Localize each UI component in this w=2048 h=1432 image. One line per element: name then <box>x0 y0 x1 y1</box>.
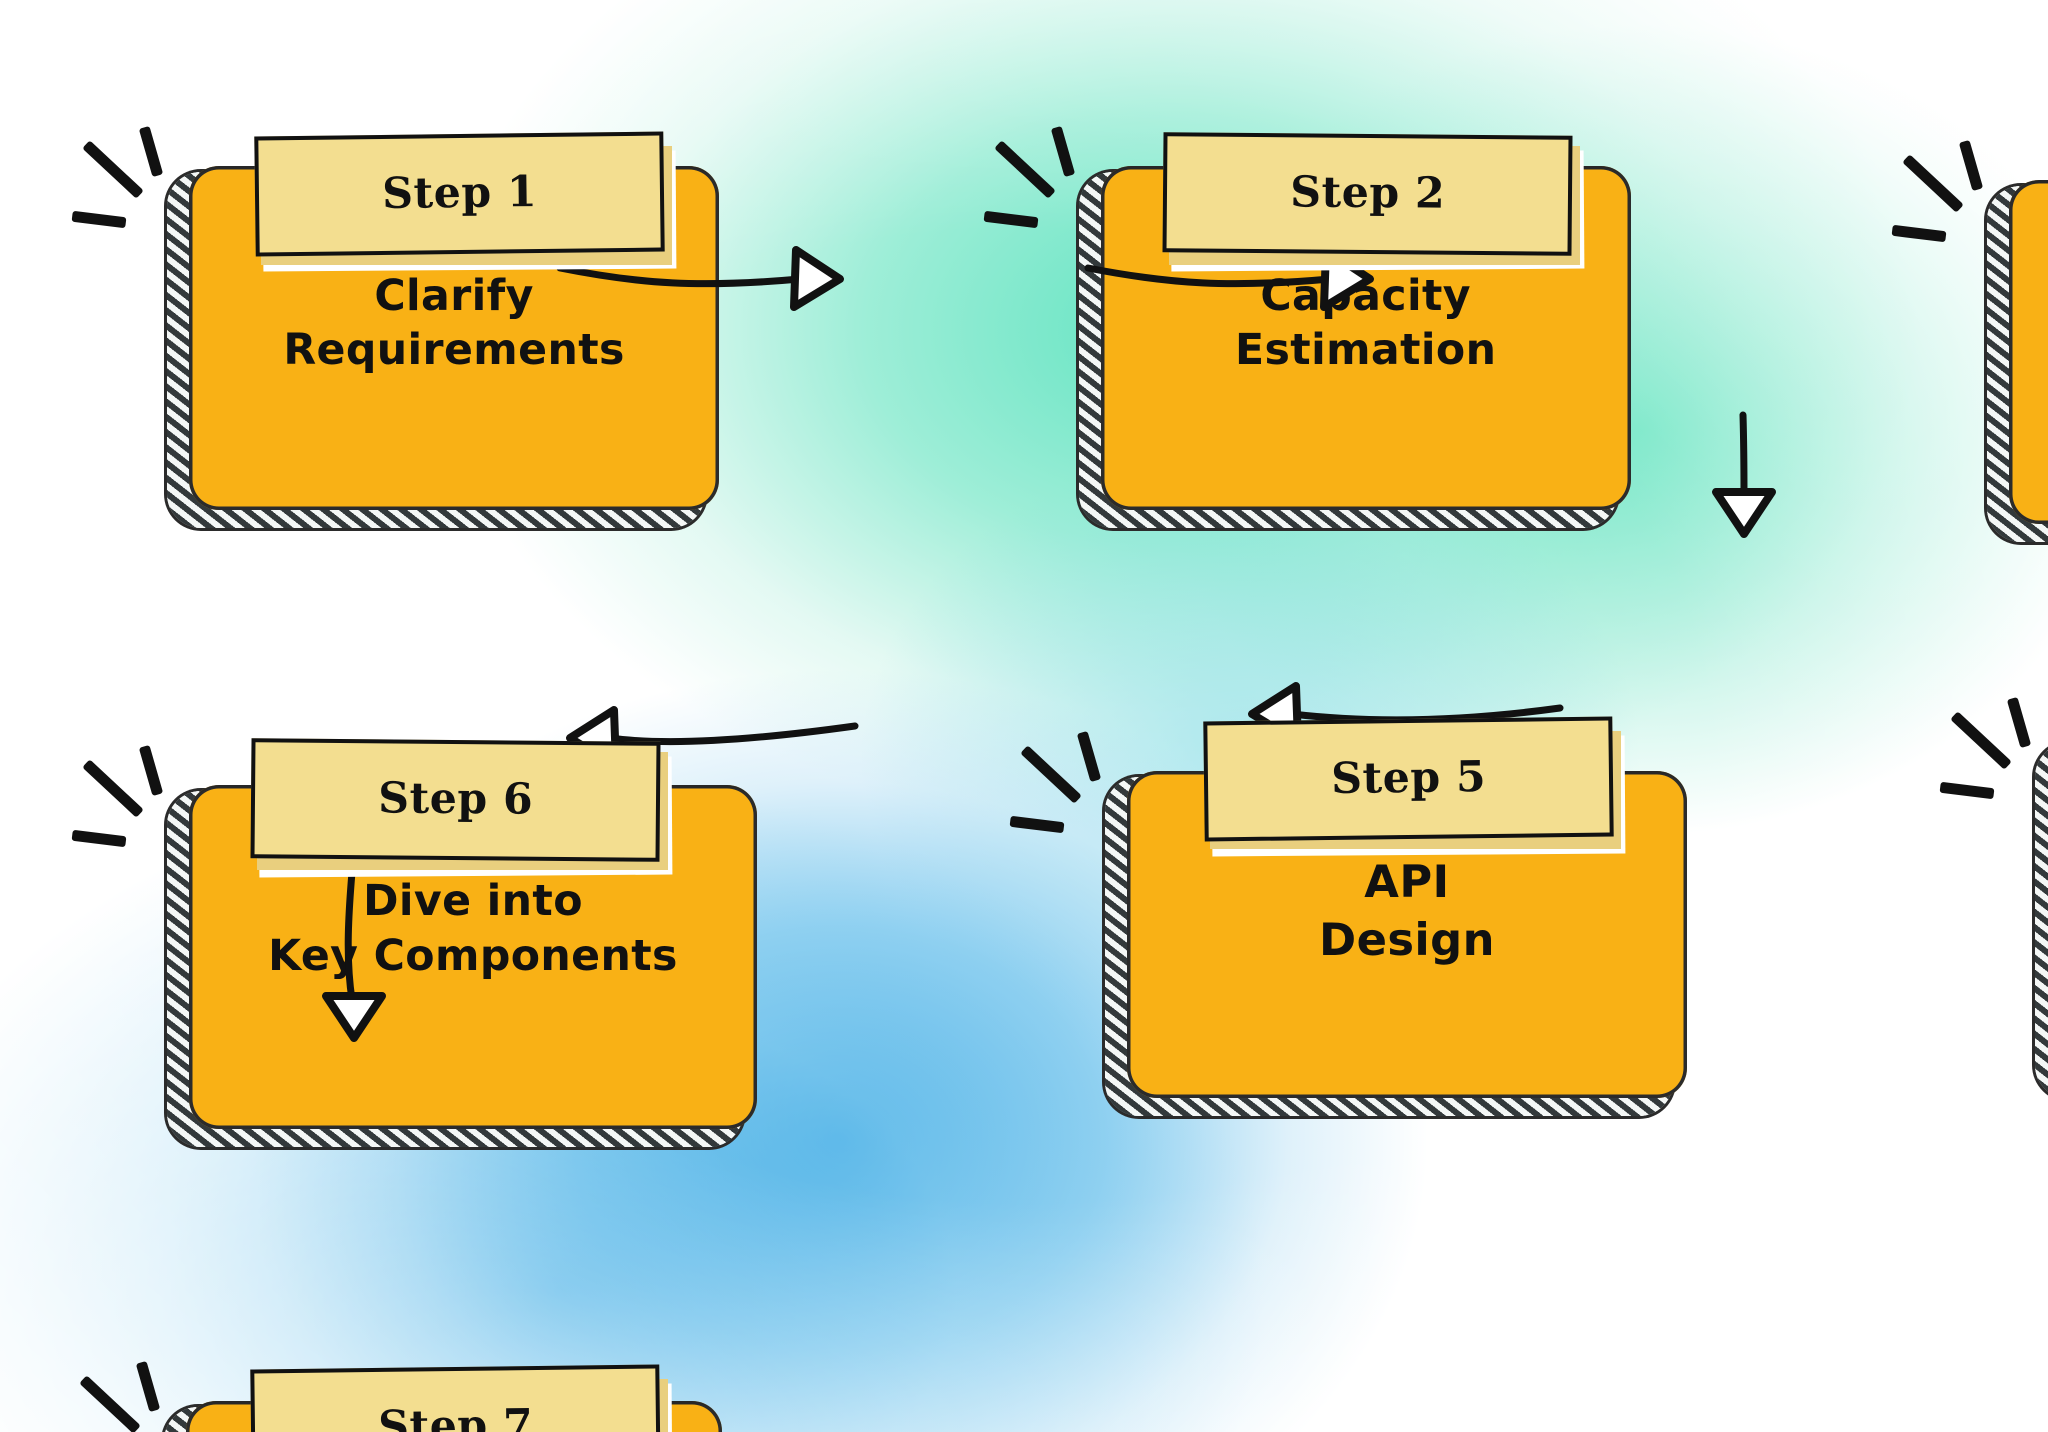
sparkle-icon <box>983 125 1076 232</box>
step-tab-7[interactable]: Step 7 <box>250 1364 673 1432</box>
step-tab-2[interactable]: Step 2 <box>1162 132 1585 272</box>
step-tab-6[interactable]: Step 6 <box>250 737 673 878</box>
tab-face: Step 5 <box>1203 716 1615 842</box>
step-tab-label-5: Step 5 <box>1330 752 1487 805</box>
sparkle-icon <box>71 125 164 232</box>
tab-face: Step 2 <box>1162 132 1573 257</box>
sparkle-icon <box>1891 139 1984 246</box>
card-hatched-shadow <box>2035 743 2048 1100</box>
tab-face: Step 7 <box>250 1364 662 1432</box>
tab-face: Step 1 <box>253 131 665 258</box>
step-tab-label-2: Step 2 <box>1289 167 1446 220</box>
sparkle-icon <box>1939 696 2032 803</box>
step-card-label-2: Capacity Estimation <box>1234 270 1497 376</box>
sparkle-icon <box>71 745 164 851</box>
tab-face: Step 6 <box>250 737 661 862</box>
sparkle-icon <box>71 1360 161 1432</box>
step-card-4[interactable]: Database Design <box>2035 729 2048 1113</box>
step-tab-label-6: Step 6 <box>378 773 534 825</box>
sparkle-icon <box>1009 731 1102 837</box>
step-card-label-6: Dive into Key Components <box>268 875 678 981</box>
step-card-3[interactable]: High-Level Design <box>1986 172 2048 556</box>
step-tab-5[interactable]: Step 5 <box>1203 716 1626 857</box>
step-card-label-1: Clarify Requirements <box>283 270 625 376</box>
step-tab-label-1: Step 1 <box>381 167 537 220</box>
step-tab-1[interactable]: Step 1 <box>253 131 677 272</box>
step-card-label-3: High-Level Design <box>2005 275 2048 390</box>
card-body <box>2008 179 2048 524</box>
step-tab-label-7: Step 7 <box>378 1400 534 1432</box>
step-card-label-5: API Design <box>1319 855 1495 966</box>
